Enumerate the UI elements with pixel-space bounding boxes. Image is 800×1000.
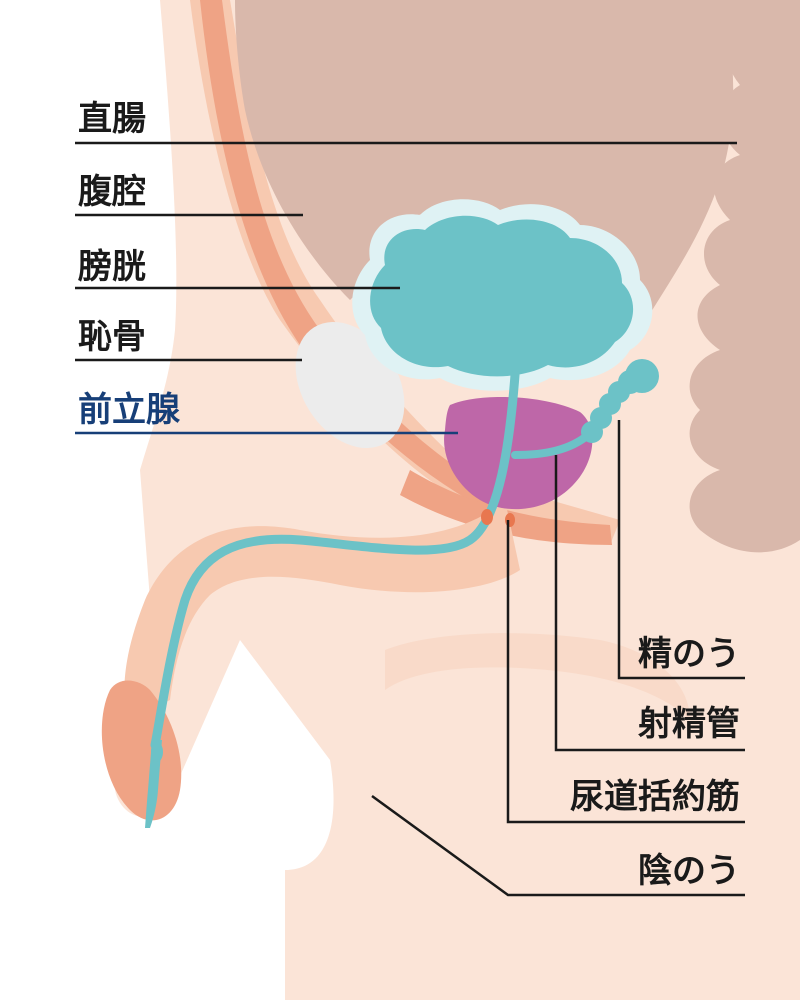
label-seminal-vesicle: 精のう — [638, 634, 740, 674]
leader-urethral-sphincter — [506, 520, 745, 824]
seminal-vesicle-shape — [581, 359, 659, 443]
label-abdominal-cavity: 腹腔 — [78, 172, 146, 212]
label-prostate: 前立腺 — [78, 390, 181, 430]
label-bladder: 膀胱 — [78, 247, 146, 287]
label-pubic-bone: 恥骨 — [78, 317, 146, 357]
muscle-band — [200, 0, 500, 515]
urethra-bulb — [151, 742, 163, 762]
label-scrotum: 陰のう — [638, 851, 740, 891]
urethra — [150, 370, 520, 750]
penis-outer — [113, 556, 521, 818]
rectum-shape — [689, 0, 800, 553]
scrotum-shade — [385, 633, 690, 720]
leader-ejaculatory-duct — [554, 455, 745, 752]
urethral-sphincter-shape — [481, 509, 493, 525]
label-rectum: 直腸 — [78, 99, 146, 139]
urethra-tip — [145, 740, 162, 828]
leader-seminal-vesicle — [617, 420, 745, 680]
ejaculatory-duct-line — [511, 431, 592, 459]
bladder-shape — [370, 215, 634, 377]
perineal-muscle — [400, 470, 612, 545]
leader-scrotum — [371, 794, 745, 897]
label-urethral-sphincter: 尿道括約筋 — [570, 777, 740, 817]
urethral-sphincter-shape-2 — [505, 513, 515, 527]
label-ejaculatory-duct: 射精管 — [638, 704, 740, 744]
